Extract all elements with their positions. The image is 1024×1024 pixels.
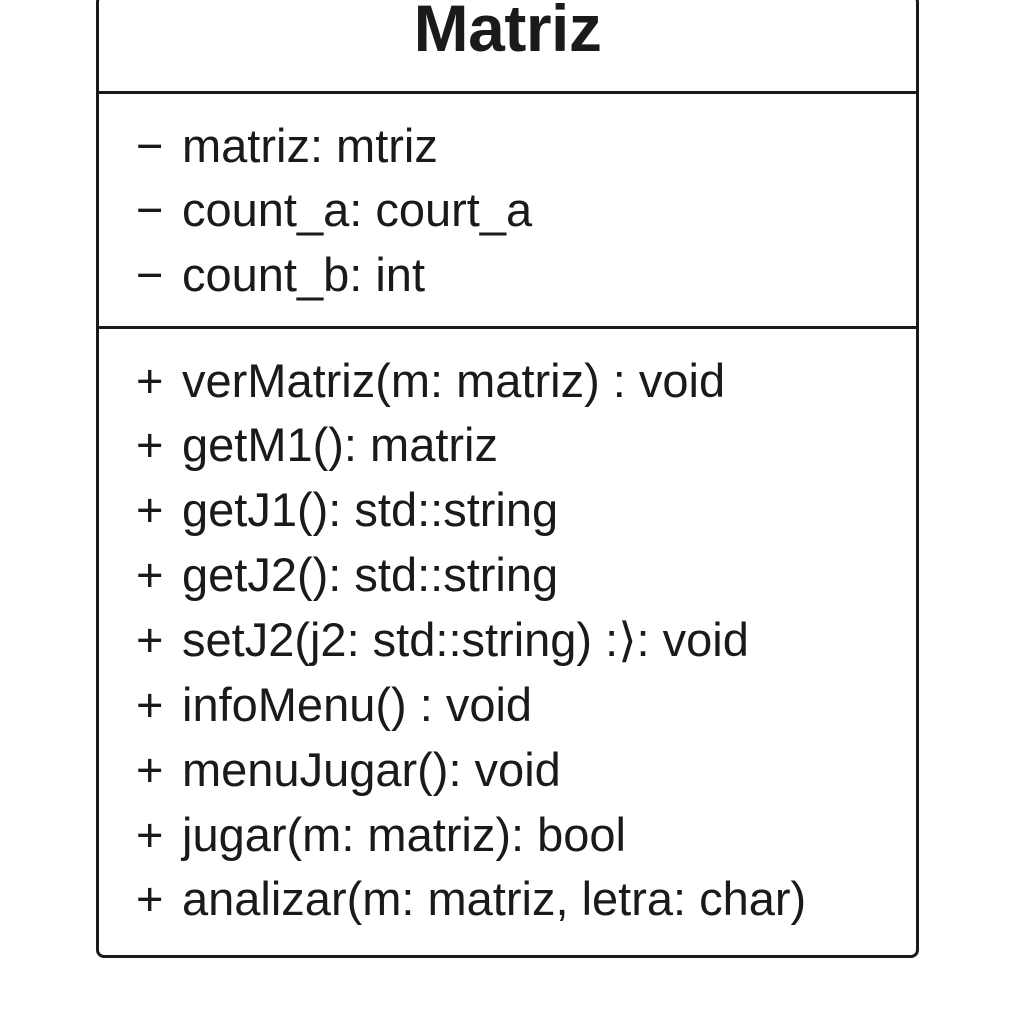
- method-text: jugar(m: matriz): bool: [182, 808, 626, 861]
- visibility-marker: +: [136, 483, 164, 536]
- method-item: + getJ1(): std::string: [136, 486, 558, 533]
- method-item: + infoMenu() : void: [136, 681, 532, 728]
- visibility-marker: −: [136, 119, 164, 172]
- method-text: menuJugar(): void: [182, 743, 561, 796]
- method-text: setJ2(j2: std::string) :⟩: void: [182, 613, 749, 666]
- method-text: infoMenu() : void: [182, 678, 533, 731]
- method-item: + getM1(): matriz: [136, 421, 498, 468]
- method-text: analizar(m: matriz, letra: char): [182, 872, 807, 925]
- attribute-item: −count_b: int: [136, 251, 425, 298]
- method-text: getJ2(): std::string: [182, 548, 559, 601]
- visibility-marker: +: [136, 418, 164, 471]
- method-item: + getJ2(): std::string: [136, 551, 558, 598]
- visibility-marker: +: [136, 872, 164, 925]
- attribute-text: matriz: mtriz: [182, 119, 438, 172]
- class-name: Matriz: [413, 0, 602, 65]
- visibility-marker: +: [136, 613, 164, 666]
- visibility-marker: −: [136, 248, 164, 301]
- method-item: + setJ2(j2: std::string) :⟩: void: [136, 616, 749, 663]
- uml-class-box: Matriz −matriz: mtriz −count_a: court_a …: [96, 0, 919, 958]
- method-text: verMatriz(m: matriz) : void: [182, 354, 726, 407]
- method-text: getM1(): matriz: [182, 418, 498, 471]
- attributes-compartment: −matriz: mtriz −count_a: court_a −count_…: [99, 94, 916, 329]
- attribute-item: −count_a: court_a: [136, 186, 532, 233]
- attribute-text: count_a: court_a: [182, 183, 533, 236]
- method-item: + jugar(m: matriz): bool: [136, 811, 626, 858]
- visibility-marker: +: [136, 354, 164, 407]
- visibility-marker: +: [136, 808, 164, 861]
- method-item: + verMatriz(m: matriz) : void: [136, 357, 725, 404]
- method-text: getJ1(): std::string: [182, 483, 559, 536]
- visibility-marker: +: [136, 548, 164, 601]
- class-header: Matriz: [99, 0, 916, 94]
- method-item: + menuJugar(): void: [136, 746, 561, 793]
- visibility-marker: −: [136, 183, 164, 236]
- methods-compartment: + verMatriz(m: matriz) : void + getM1(): m…: [99, 329, 916, 955]
- method-item: + analizar(m: matriz, letra: char): [136, 875, 806, 922]
- attribute-text: count_b: int: [182, 248, 426, 301]
- visibility-marker: +: [136, 678, 164, 731]
- attribute-item: −matriz: mtriz: [136, 122, 438, 169]
- visibility-marker: +: [136, 743, 164, 796]
